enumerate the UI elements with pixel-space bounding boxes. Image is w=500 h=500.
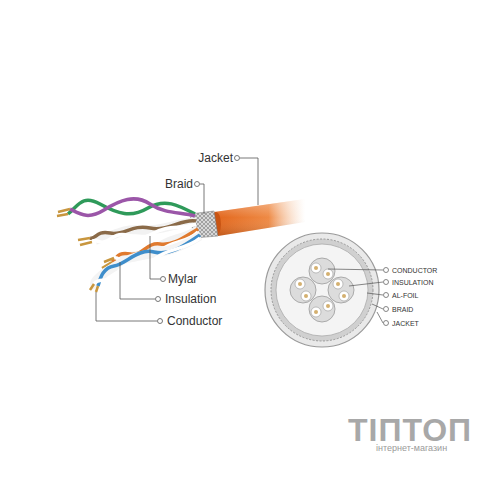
- section-label: AL-FOIL: [392, 292, 418, 299]
- section-label: JACKET: [392, 320, 419, 327]
- part-label: Braid: [165, 178, 193, 190]
- part-label: Conductor: [167, 315, 222, 327]
- section-label: CONDUCTOR: [392, 267, 437, 274]
- part-label: Jacket: [198, 152, 233, 164]
- part-label: Insulation: [165, 293, 216, 305]
- section-label: INSULATION: [392, 279, 434, 286]
- part-label: Mylar: [168, 273, 197, 285]
- watermark: ТІПТОП: [348, 414, 472, 446]
- section-label: BRAID: [392, 306, 413, 313]
- watermark: інтернет-магазин: [376, 444, 447, 453]
